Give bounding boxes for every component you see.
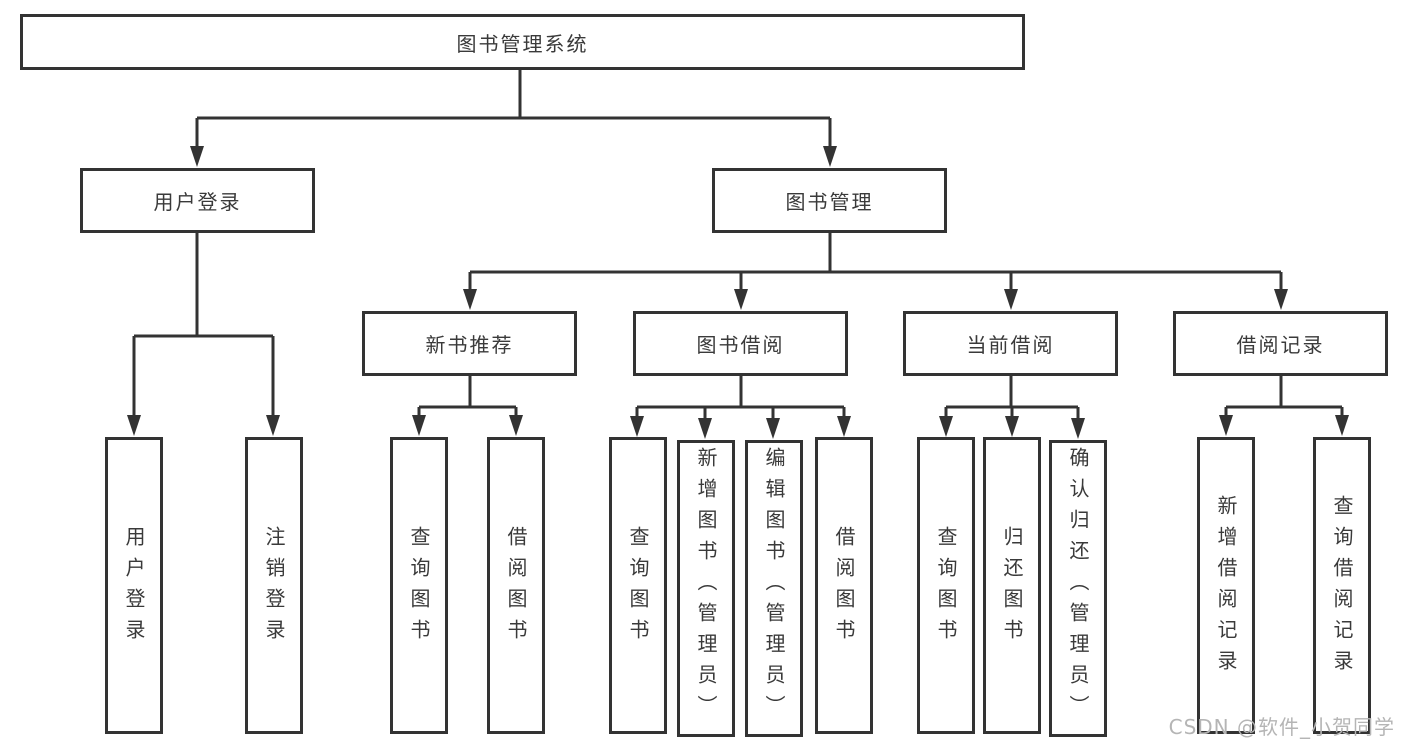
node-label: 查询图书	[626, 525, 650, 650]
node-label: 图书管理系统	[456, 31, 589, 56]
arrowhead-icon	[509, 415, 523, 436]
node-label: 用户登录	[153, 190, 242, 214]
node-label: 归还图书	[1000, 525, 1024, 650]
arrowhead-icon	[190, 146, 204, 167]
arrowhead-icon	[1274, 289, 1288, 310]
arrowhead-icon	[734, 289, 748, 310]
arrowhead-icon	[1335, 415, 1349, 436]
node-new-book-recommendation: 新书推荐	[362, 311, 577, 376]
node-library-system: 图书管理系统	[20, 14, 1025, 70]
node-label: 查询图书	[934, 525, 958, 650]
arrowhead-icon	[630, 416, 644, 437]
node-label: 确认归还（管理员）	[1066, 447, 1090, 726]
node-add-borrow-record: 新增借阅记录	[1197, 437, 1255, 734]
node-label: 图书管理	[785, 190, 874, 214]
arrowhead-icon	[1005, 416, 1019, 437]
node-current-borrowing: 当前借阅	[903, 311, 1118, 376]
arrowhead-icon	[766, 418, 780, 439]
node-edit-books-admin: 编辑图书（管理员）	[745, 440, 803, 737]
csdn-watermark: CSDN @软件_小贺同学	[1168, 715, 1395, 739]
arrowhead-icon	[1219, 415, 1233, 436]
node-add-books-admin: 新增图书（管理员）	[677, 440, 735, 737]
arrowhead-icon	[412, 415, 426, 436]
node-label: 图书借阅	[696, 333, 785, 357]
node-book-borrowing: 图书借阅	[633, 311, 848, 376]
node-borrow-books-recommend: 借阅图书	[487, 437, 545, 734]
arrowhead-icon	[1071, 418, 1085, 439]
node-label: 借阅图书	[504, 525, 528, 650]
arrowhead-icon	[823, 146, 837, 167]
node-confirm-return-admin: 确认归还（管理员）	[1049, 440, 1107, 737]
node-label: 用户登录	[122, 525, 146, 650]
node-label: 新书推荐	[425, 333, 514, 357]
node-query-books-current: 查询图书	[917, 437, 975, 734]
node-label: 借阅记录	[1236, 333, 1325, 357]
node-return-books: 归还图书	[983, 437, 1041, 734]
arrowhead-icon	[698, 418, 712, 439]
node-logout: 注销登录	[245, 437, 303, 734]
node-query-books-borrowing: 查询图书	[609, 437, 667, 734]
node-query-borrow-record: 查询借阅记录	[1313, 437, 1371, 734]
arrowhead-icon	[1004, 289, 1018, 310]
arrowhead-icon	[837, 416, 851, 437]
node-borrowing-records: 借阅记录	[1173, 311, 1388, 376]
arrowhead-icon	[127, 415, 141, 436]
node-borrow-books-borrowing: 借阅图书	[815, 437, 873, 734]
node-label: 当前借阅	[966, 333, 1055, 357]
node-label: 查询图书	[407, 525, 431, 650]
node-label: 新增图书（管理员）	[694, 447, 718, 726]
node-label: 借阅图书	[832, 525, 856, 650]
node-label: 注销登录	[262, 525, 286, 650]
arrowhead-icon	[939, 416, 953, 437]
node-label: 编辑图书（管理员）	[762, 447, 786, 726]
arrowhead-icon	[463, 289, 477, 310]
node-book-management: 图书管理	[712, 168, 947, 233]
node-label: 查询借阅记录	[1330, 494, 1354, 681]
arrowhead-icon	[266, 415, 280, 436]
node-label: 新增借阅记录	[1214, 494, 1238, 681]
node-query-books-recommend: 查询图书	[390, 437, 448, 734]
node-user-login: 用户登录	[105, 437, 163, 734]
node-user-login-group: 用户登录	[80, 168, 315, 233]
